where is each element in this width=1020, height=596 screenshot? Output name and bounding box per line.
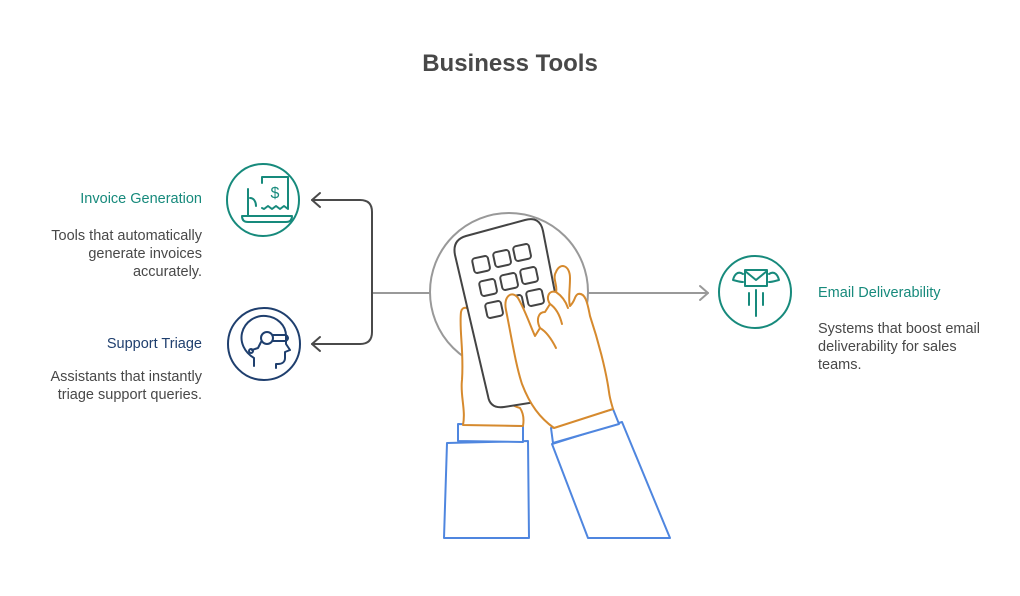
- connectors: [311, 192, 709, 352]
- svg-text:$: $: [271, 185, 280, 202]
- support-triage-description: Assistants that instantly triage support…: [50, 369, 202, 403]
- invoice-icon: $: [226, 163, 300, 237]
- email-deliverability-description: Systems that boost email deliverability …: [818, 321, 980, 373]
- diagram-title: Business Tools: [422, 50, 598, 77]
- connector-support: [311, 292, 373, 345]
- support-triage-title: Support Triage: [106, 336, 202, 352]
- arrowhead-email: [699, 285, 709, 301]
- right-hand: [504, 265, 614, 429]
- arrowhead-invoice: [311, 192, 321, 208]
- hand-calculator-icon: [443, 218, 671, 539]
- flying-email-icon: [718, 255, 792, 329]
- left-sleeve: [443, 440, 530, 539]
- support-headset-icon: [227, 307, 301, 381]
- invoice-generation-title: Invoice Generation: [80, 191, 202, 207]
- invoice-generation-description: Tools that automatically generate invoic…: [51, 228, 202, 280]
- arrowhead-support: [311, 336, 321, 352]
- connector-invoice: [311, 199, 373, 294]
- email-deliverability-title: Email Deliverability: [818, 285, 941, 301]
- right-sleeve: [551, 421, 671, 539]
- finger-lines: [539, 291, 569, 349]
